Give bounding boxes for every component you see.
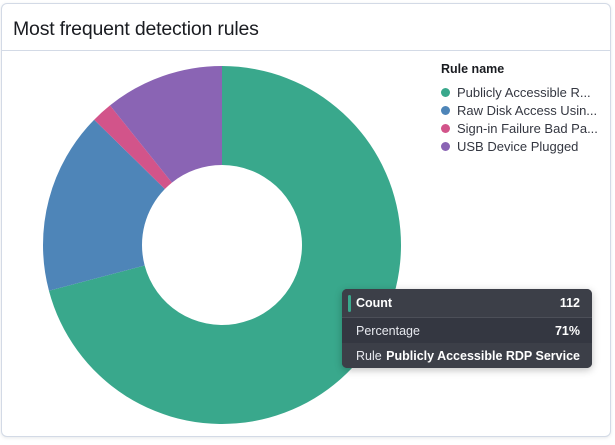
page-title: Most frequent detection rules	[13, 18, 259, 40]
legend-item-label: Publicly Accessible R...	[457, 84, 591, 100]
tooltip-count-label: Count	[356, 296, 393, 310]
card-header: Most frequent detection rules	[2, 4, 610, 51]
donut-slice[interactable]	[48, 66, 401, 424]
chart-legend: Rule name Publicly Accessible R... Raw D…	[441, 62, 610, 155]
tooltip-percentage-label: Percentage	[356, 323, 420, 338]
legend-item-label: Sign-in Failure Bad Pa...	[457, 120, 598, 136]
legend-item-usb-device-plugged[interactable]: USB Device Plugged	[441, 137, 610, 155]
chart-card: Most frequent detection rules Rule name …	[1, 3, 611, 437]
tooltip-percentage-value: 71%	[554, 323, 580, 338]
legend-item-raw-disk-access[interactable]: Raw Disk Access Usin...	[441, 101, 610, 119]
legend-title: Rule name	[441, 62, 505, 76]
card-body: Rule name Publicly Accessible R... Raw D…	[2, 52, 610, 436]
legend-item-publicly-accessible-rdp-service[interactable]: Publicly Accessible R...	[441, 83, 610, 101]
tooltip-row-percentage: Percentage 71%	[342, 318, 592, 343]
legend-item-label: USB Device Plugged	[457, 138, 579, 154]
donut-chart	[2, 52, 442, 436]
donut-slice[interactable]	[109, 66, 222, 183]
tooltip-rule-label: Rule	[356, 348, 382, 363]
donut-slice[interactable]	[94, 105, 172, 189]
donut-slice[interactable]	[43, 119, 165, 291]
legend-item-label: Raw Disk Access Usin...	[457, 102, 598, 118]
tooltip-row-rule: Rule Publicly Accessible RDP Service	[342, 343, 592, 368]
tooltip-rule-value: Publicly Accessible RDP Service	[386, 348, 580, 363]
legend-item-sign-in-failure-bad-password[interactable]: Sign-in Failure Bad Pa...	[441, 119, 610, 137]
chart-tooltip: Count 112 Percentage 71% Rule Publicly A…	[342, 289, 592, 368]
donut-chart-svg	[43, 66, 401, 424]
tooltip-header: Count 112	[342, 289, 592, 318]
tooltip-count-value: 112	[559, 296, 580, 310]
legend-color-dot-icon	[441, 141, 450, 151]
legend-color-dot-icon	[441, 105, 450, 115]
legend-color-dot-icon	[441, 123, 450, 133]
legend-color-dot-icon	[441, 87, 450, 97]
tooltip-accent-bar-icon	[348, 295, 351, 312]
